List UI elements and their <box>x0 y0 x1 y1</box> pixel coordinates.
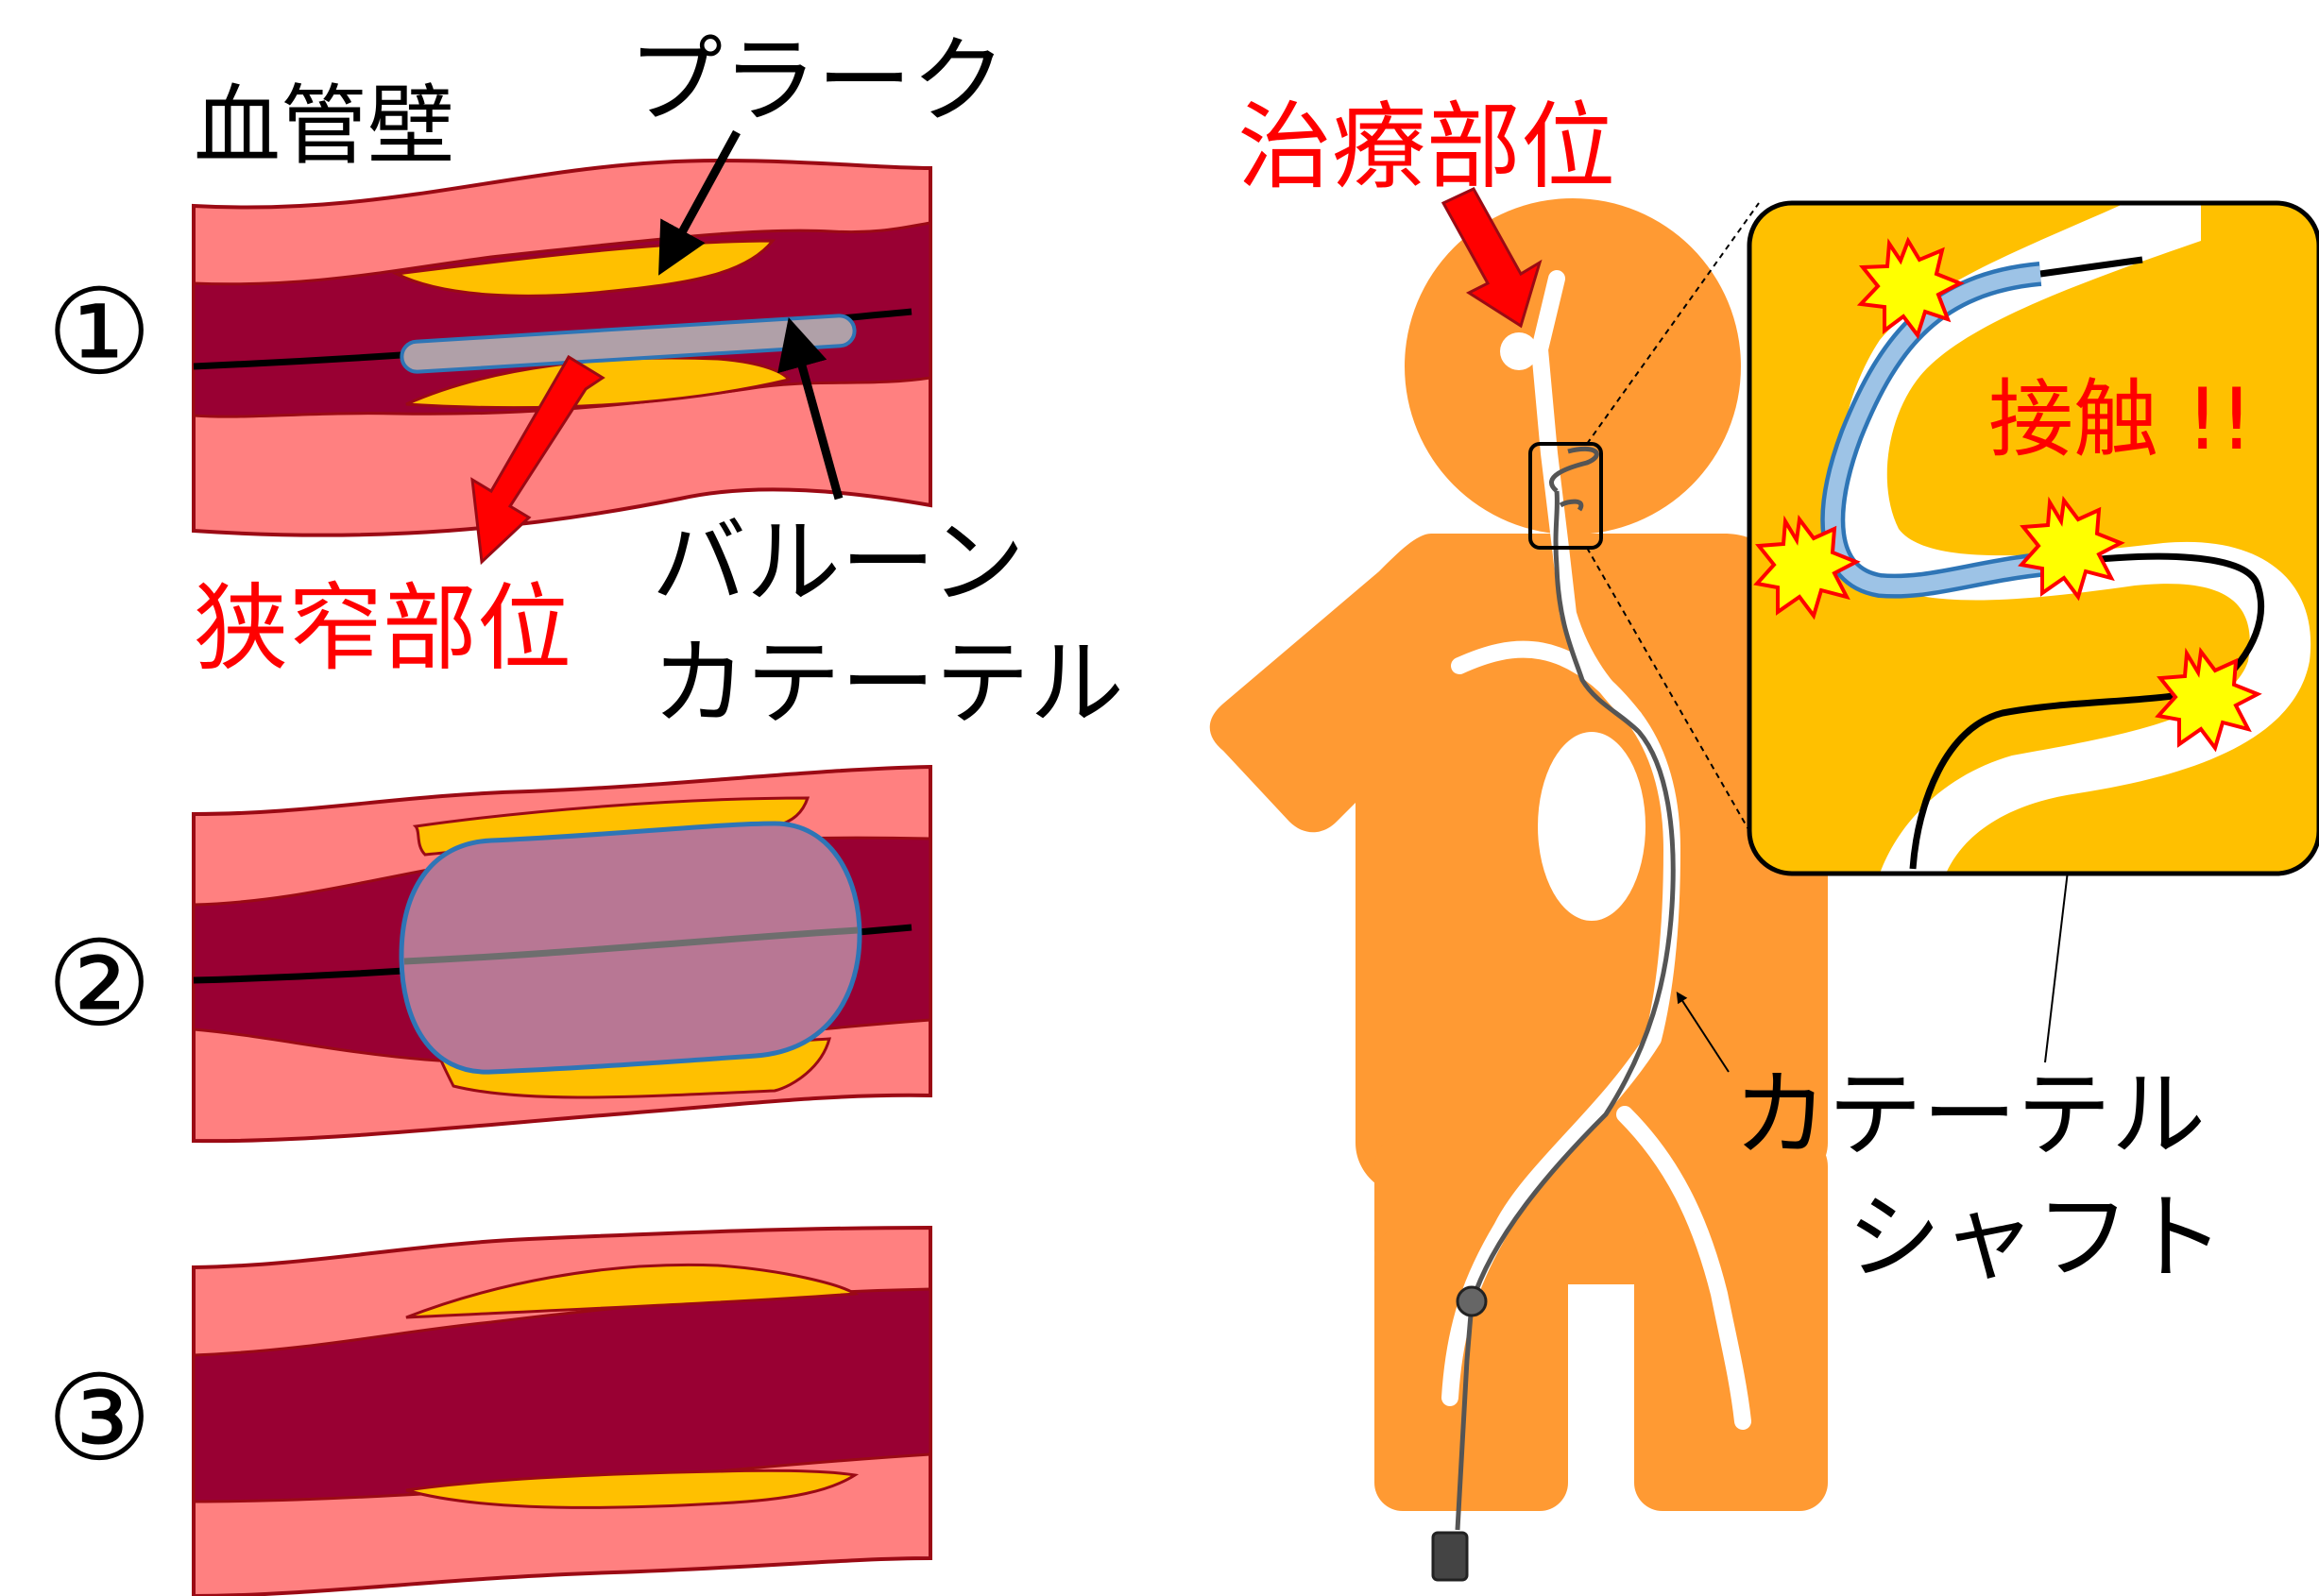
plaque-label: プラーク <box>628 25 1006 136</box>
panel-2 <box>194 767 930 1141</box>
step-marker-3: ③ <box>46 1350 152 1487</box>
balloon-catheter-label-line2: カテーテル <box>652 628 1124 739</box>
catheter-shaft-label-line2: シャフト <box>1847 1182 2225 1293</box>
catheter-entry-point <box>1458 1287 1486 1316</box>
step-marker-2: ② <box>46 916 152 1053</box>
panel-1 <box>194 132 930 562</box>
stenosis-site-label: 狭窄部位 <box>194 573 571 684</box>
brain-aneurysm <box>1500 332 1538 370</box>
treatment-site-label: 治療部位 <box>1237 92 1615 202</box>
vessel-wall-label: 血管壁 <box>194 76 454 177</box>
contact-label: 接触 !! <box>1988 370 2254 469</box>
catheter-shaft-label-line1: カテーテル <box>1733 1060 2206 1170</box>
heart <box>1538 732 1645 921</box>
inset-zoom-view: 接触 !! <box>1749 203 2319 874</box>
panel-3 <box>194 1228 930 1596</box>
catheter-hub <box>1433 1533 1467 1580</box>
balloon-catheter-label-line1: バルーン <box>652 507 1025 618</box>
body-head <box>1405 198 1741 535</box>
step-marker-1: ① <box>46 264 152 401</box>
